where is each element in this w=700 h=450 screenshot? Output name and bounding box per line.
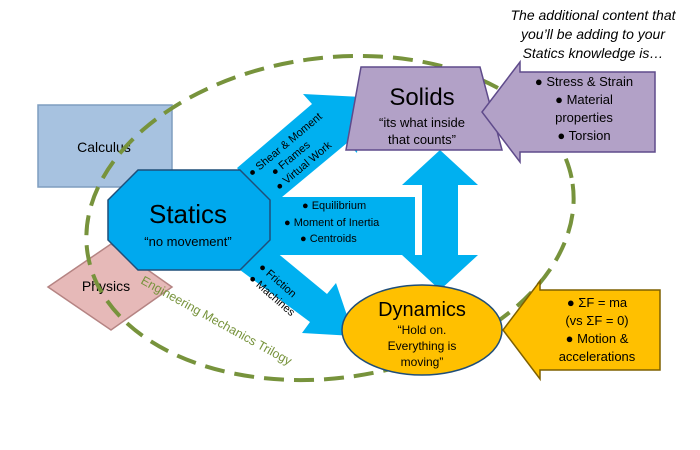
solids-subtitle-line-2: that counts”	[388, 132, 456, 147]
trilogy-dashed-ellipse	[84, 53, 576, 383]
calculus-label: Calculus	[77, 139, 131, 155]
dynamics-input-item-1: ● ΣF = ma	[567, 295, 628, 310]
solids-trapezoid	[345, 66, 503, 151]
solids-input-item-3: properties	[555, 110, 613, 125]
dynamics-ellipse	[341, 284, 503, 376]
statics-title: Statics	[149, 199, 227, 229]
arrow-to-dynamics	[236, 242, 354, 336]
solids-title: Solids	[389, 84, 454, 111]
solids-input-item-4: ● Torsion	[557, 128, 610, 143]
dynamics-subtitle-line-3: moving”	[401, 355, 444, 369]
solids-input-item-2: ● Material	[555, 92, 613, 107]
arrow-middle-item-2: ● Moment of Inertia	[284, 217, 380, 229]
dynamics-subtitle-line-1: “Hold on.	[398, 323, 447, 337]
arrow-middle-item-1: ● Equilibrium	[302, 200, 366, 212]
dynamics-input-item-4: accelerations	[559, 349, 636, 364]
dynamics-input-item-2: (vs ΣF = 0)	[565, 313, 628, 328]
solids-input-item-1: ● Stress & Strain	[535, 74, 633, 89]
dynamics-input-item-3: ● Motion &	[566, 331, 629, 346]
note-line-2: you’ll be adding to your	[521, 26, 665, 42]
dynamics-title: Dynamics	[378, 299, 466, 321]
statics-subtitle: “no movement”	[144, 234, 231, 249]
arrow-to-solids	[237, 94, 362, 207]
note-line-1: The additional content that	[510, 7, 676, 23]
arrow-solids-dynamics	[402, 150, 478, 290]
solids-input-arrow	[481, 59, 656, 165]
statics-octagon	[107, 169, 271, 271]
dynamics-input-arrow	[502, 278, 661, 382]
physics-label: Physics	[82, 278, 130, 294]
dynamics-subtitle-line-2: Everything is	[388, 339, 457, 353]
arrow-middle	[255, 197, 415, 255]
arrow-middle-item-3: ● Centroids	[300, 233, 357, 245]
additional-content-note: The additional content that you’ll be ad…	[488, 6, 698, 63]
solids-subtitle-line-1: “its what inside	[379, 115, 465, 130]
note-line-3: Statics knowledge is…	[522, 45, 664, 61]
